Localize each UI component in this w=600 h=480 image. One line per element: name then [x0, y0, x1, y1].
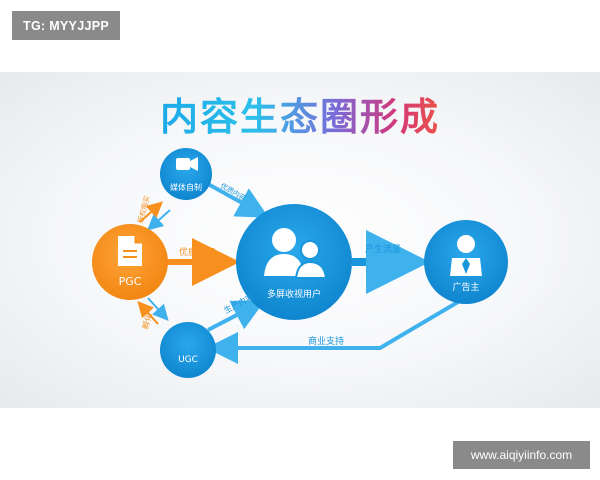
edge-label-users-advertiser: 产生流量 [365, 243, 401, 255]
businessman-icon [450, 235, 482, 276]
node-ugc [160, 322, 216, 378]
edge-advertiser-ugc [206, 300, 460, 364]
node-media [160, 148, 212, 200]
node-media-label: 媒体自制 [170, 182, 202, 192]
watermark-tg: TG: MYYJJPP [12, 11, 120, 40]
edge-label-pgc-users: 优质内容 [179, 246, 215, 258]
video-camera-icon [176, 157, 198, 171]
watermark-site: www.aiqiyiinfo.com [453, 441, 590, 469]
edge-label-ugc-users: 生产内容 [222, 291, 255, 315]
edge-pgc-media [139, 201, 163, 223]
edge-label-pgc-ugc: 孵化 [140, 312, 154, 330]
users-icon [264, 228, 328, 279]
edge-label-media-pgc: 版权购买 [136, 195, 152, 224]
ecosystem-diagram: 媒体自制 PGC UGC 多屏收视用户 广告主 优质内容 优质内容 版权购买 生… [92, 148, 508, 378]
node-ugc-label: UGC [178, 355, 198, 365]
node-advertiser-label: 广告主 [452, 281, 479, 293]
edge-media-pgc [147, 209, 171, 231]
edge-media-users [207, 182, 269, 218]
node-pgc-label: PGC [119, 275, 142, 288]
edge-ugc-users [207, 300, 266, 332]
edge-label-advertiser-ugc: 商业支持 [308, 335, 344, 347]
node-users-label: 多屏收视用户 [267, 288, 321, 300]
edge-ugc-pgc [137, 301, 159, 325]
diagram-title: 内容生态圈形成 [150, 92, 450, 142]
document-icon [118, 236, 142, 266]
